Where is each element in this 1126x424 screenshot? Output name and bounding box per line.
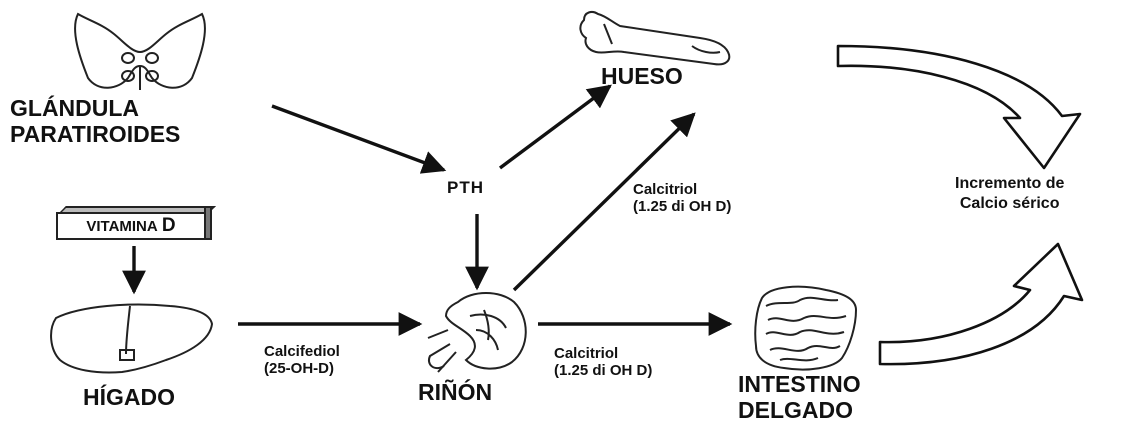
intestino-label: INTESTINO DELGADO <box>738 372 861 424</box>
calcifediol-label-line-1: Calcifediol <box>264 344 340 361</box>
arrow-paratiroides-to-pth <box>272 106 444 170</box>
vitamina-d-box: VITAMINA D <box>56 206 214 242</box>
intestino-label-line-1: INTESTINO <box>738 372 861 398</box>
vitamina-d-letter: D <box>162 215 176 237</box>
paratiroides-label: GLÁNDULA PARATIROIDES <box>10 96 180 148</box>
intestino-label-line-2: DELGADO <box>738 398 861 424</box>
outcome-label-line-1: Incremento de <box>955 174 1064 194</box>
calcitriol-intestino-line-1: Calcitriol <box>554 346 652 363</box>
hueso-label: HUESO <box>601 64 683 90</box>
rinon-label: RIÑÓN <box>418 380 492 406</box>
arrow-pth-to-hueso <box>500 86 610 168</box>
intestine-icon <box>755 287 856 370</box>
calcitriol-hueso-line-2: (1.25 di OH D) <box>633 199 731 216</box>
liver-icon <box>51 305 212 373</box>
pth-label: PTH <box>447 178 484 197</box>
calcitriol-intestino-label: Calcitriol (1.25 di OH D) <box>554 346 652 380</box>
vitamina-box-front: VITAMINA D <box>56 212 206 240</box>
kidney-icon <box>428 293 526 372</box>
outcome-label: Incremento de Calcio sérico <box>955 174 1064 214</box>
parathyroid-gland-icon <box>75 14 205 90</box>
paratiroides-label-line-2: PARATIROIDES <box>10 122 180 148</box>
hollow-arrow-from-hueso <box>838 46 1080 168</box>
calcifediol-label: Calcifediol (25-OH-D) <box>264 344 340 378</box>
hollow-arrow-from-intestino <box>880 244 1082 364</box>
higado-label: HÍGADO <box>83 385 175 411</box>
calcitriol-hueso-line-1: Calcitriol <box>633 182 731 199</box>
calcifediol-label-line-2: (25-OH-D) <box>264 361 340 378</box>
bone-icon <box>580 12 729 64</box>
vitamina-label: VITAMINA <box>86 218 157 235</box>
paratiroides-label-line-1: GLÁNDULA <box>10 96 180 122</box>
calcitriol-hueso-label: Calcitriol (1.25 di OH D) <box>633 182 731 216</box>
calcitriol-intestino-line-2: (1.25 di OH D) <box>554 363 652 380</box>
outcome-label-line-2: Calcio sérico <box>955 194 1064 214</box>
